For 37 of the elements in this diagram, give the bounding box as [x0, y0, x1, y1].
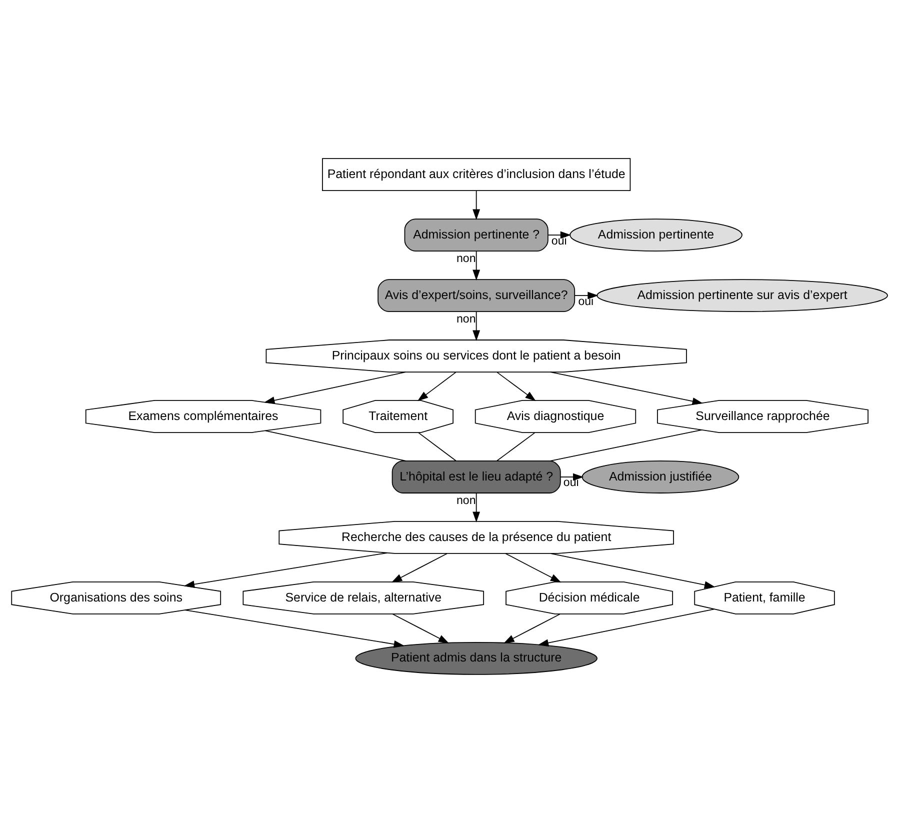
arrow: [496, 371, 536, 401]
arrow: [550, 371, 704, 404]
connector: [550, 428, 702, 461]
arrow: [505, 552, 562, 582]
node-ellipse: Admission pertinente: [570, 218, 742, 251]
arrow: [548, 230, 572, 238]
arrow: [560, 472, 584, 480]
connector: [496, 432, 536, 461]
arrow: [184, 552, 388, 588]
node-box: Patient répondant aux critères d’inclusion dans l’étude: [322, 158, 631, 191]
edge-label: non: [456, 312, 476, 325]
connector: [418, 432, 456, 461]
arrow: [184, 609, 405, 648]
arrow: [550, 552, 716, 588]
arrow: [264, 371, 406, 404]
edge-label: oui: [563, 476, 579, 489]
edge-label: non: [456, 494, 476, 506]
arrow: [472, 310, 480, 340]
node-box: L’hôpital est le lieu adapté ?: [392, 460, 561, 493]
edge-label: oui: [578, 295, 594, 308]
connector: [264, 430, 406, 461]
node-box: Admission pertinente ?: [404, 218, 548, 251]
node-ellipse: Admission pertinente sur avis d’expert: [596, 278, 888, 312]
arrow: [392, 613, 450, 643]
node-ellipse: Admission justifiée: [582, 460, 740, 493]
node-ellipse: Patient admis dans la structure: [355, 641, 598, 674]
arrow: [574, 291, 598, 299]
arrow: [391, 552, 448, 582]
arrow: [504, 613, 560, 643]
edge-label: non: [456, 252, 476, 264]
arrow: [472, 492, 480, 522]
node-box: Avis d’expert/soins, surveillance?: [378, 278, 576, 312]
arrow: [472, 190, 480, 220]
edge-label: oui: [551, 234, 567, 247]
arrow: [472, 250, 480, 280]
arrow: [417, 371, 456, 401]
arrow: [538, 608, 714, 646]
